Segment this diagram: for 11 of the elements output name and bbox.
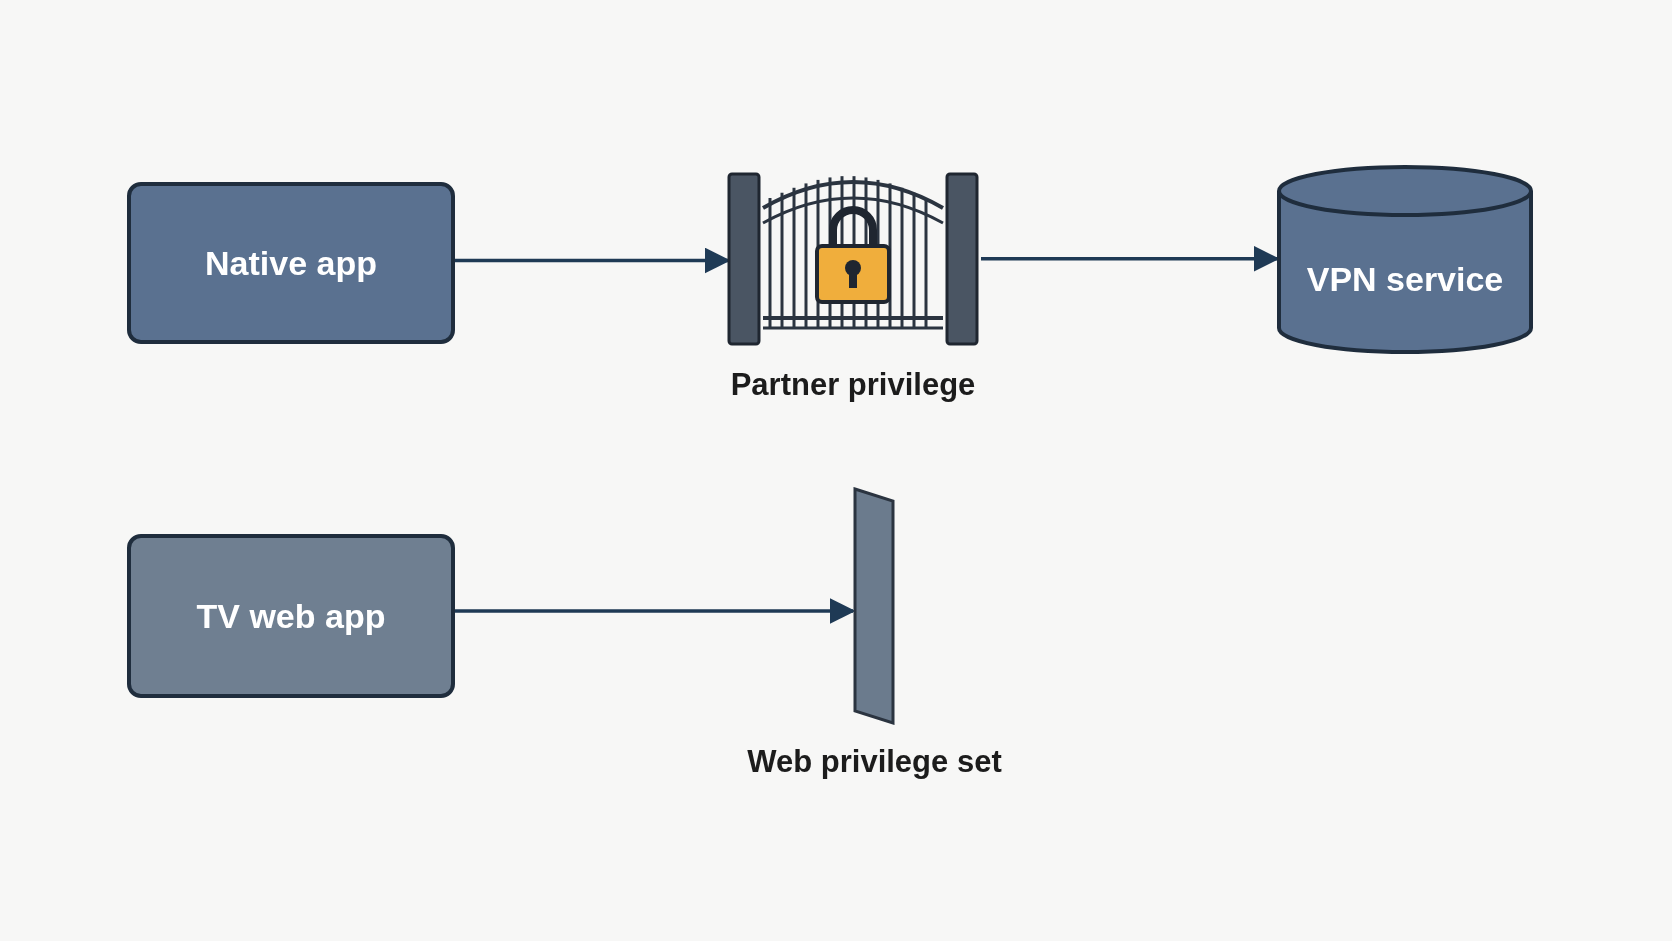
arrow	[455, 598, 856, 624]
node-label: Partner privilege	[729, 366, 977, 404]
node-label: TV web app	[196, 595, 386, 637]
wall-panel	[853, 487, 896, 725]
node-label: Web privilege set	[746, 743, 1003, 781]
process-box	[127, 182, 455, 344]
node-label: Native app	[205, 242, 377, 284]
node-label: VPN service	[1306, 259, 1504, 300]
process-box	[127, 534, 455, 698]
arrow	[981, 245, 1280, 272]
database-cylinder	[1277, 165, 1533, 354]
